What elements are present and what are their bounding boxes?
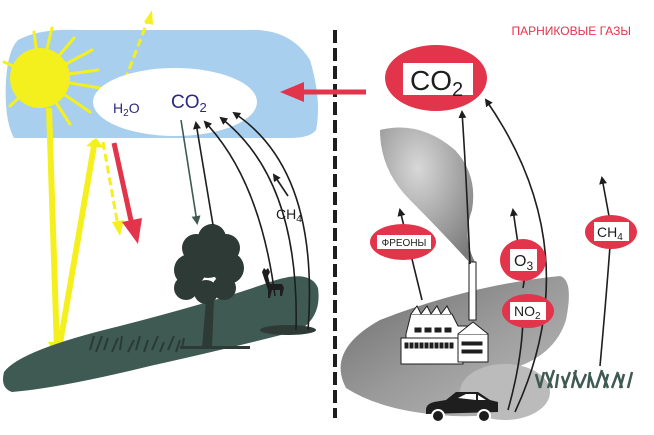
ch4-left-label: CH4 [276,206,302,225]
ch4-right-label: CH [597,224,617,240]
no2-sub: 2 [535,311,541,322]
o3-badge: O3 [500,239,546,281]
freons-label: ФРЕОНЫ [382,238,427,249]
co2-main-label: CO [410,65,452,96]
natural-land [3,276,319,392]
smokestack [469,262,476,320]
co2-main-sub: 2 [452,79,463,101]
no2-badge: NO2 [502,294,554,328]
o3-label: O [514,253,526,270]
co2-main-badge: CO2 [385,45,487,111]
infrared-ray-arrow [103,142,124,236]
freons-badge: ФРЕОНЫ [370,224,436,260]
ch4-right-badge: CH4 [585,215,637,249]
no2-label: NO [514,303,535,319]
o3-sub: 3 [526,259,533,273]
diagram-title: ПАРНИКОВЫЕ ГАЗЫ [511,24,631,38]
vegetation [536,370,632,388]
ch4-right-sub: 4 [617,232,623,243]
sunlight-ray-arrow [46,108,104,360]
